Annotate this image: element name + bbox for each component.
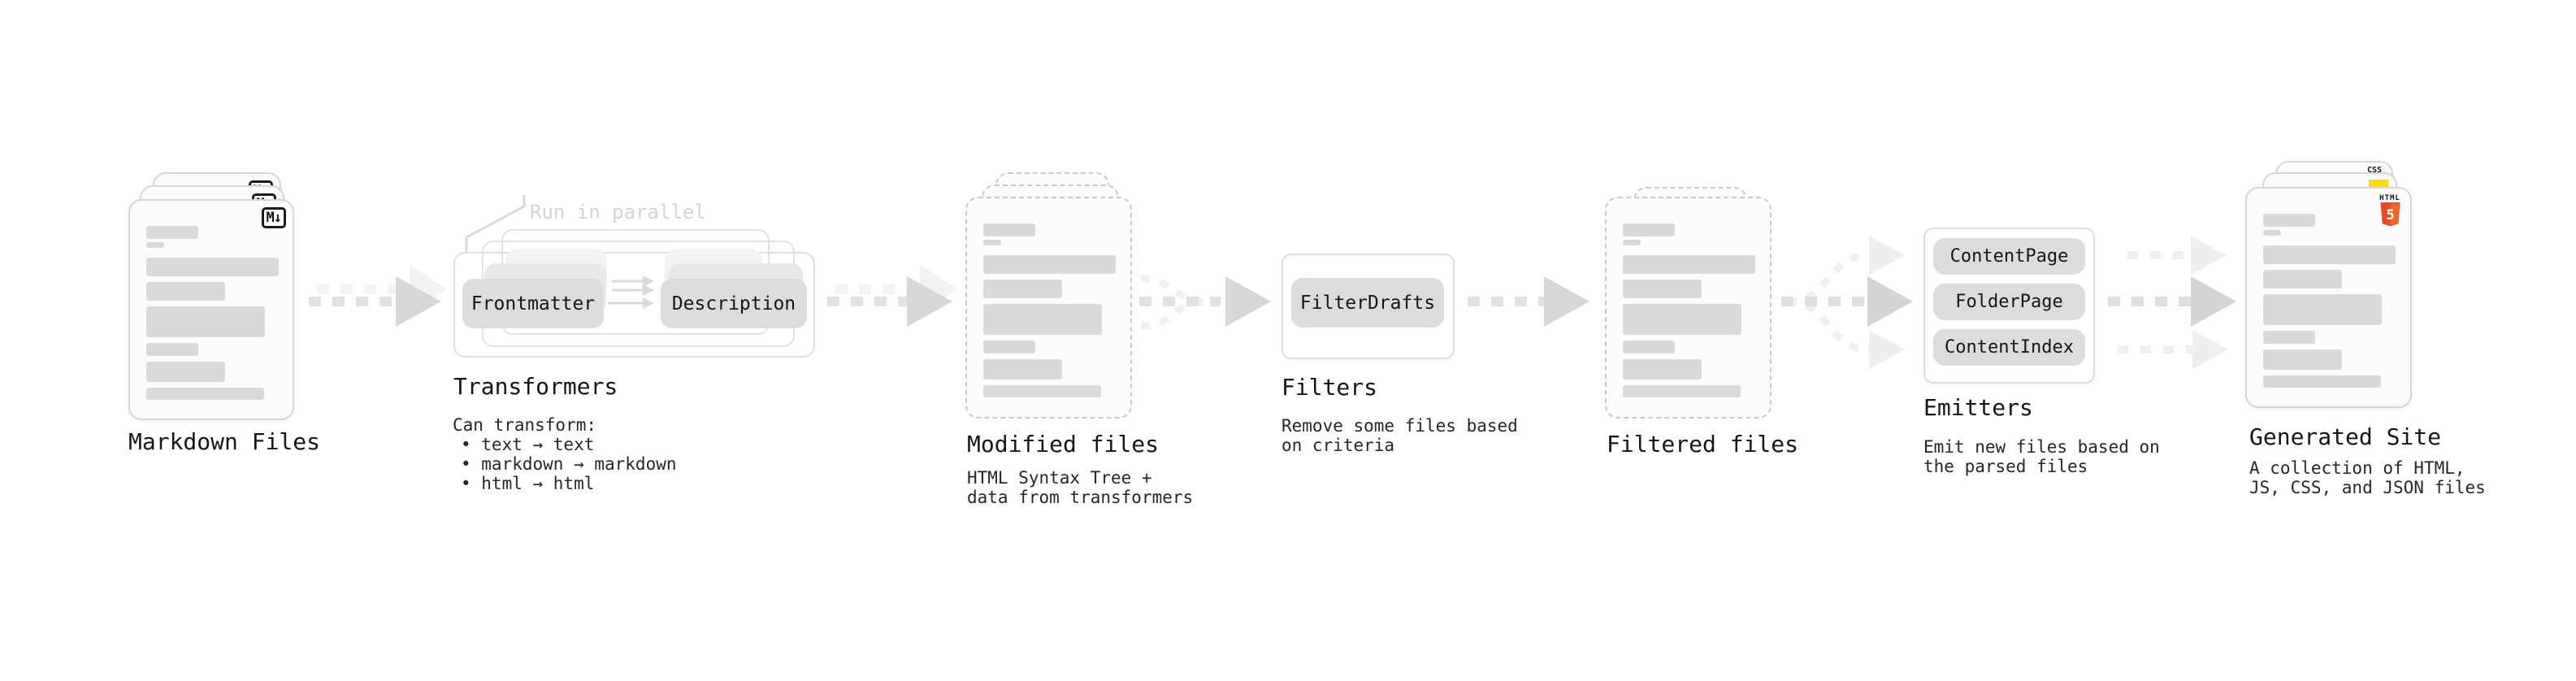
placeholder-bar bbox=[983, 385, 1101, 397]
placeholder-bar bbox=[2263, 245, 2396, 264]
note-line: A collection of HTML, bbox=[2249, 458, 2465, 478]
filtered-file-card bbox=[1605, 197, 1772, 419]
placeholder-bar bbox=[146, 258, 279, 276]
placeholder-bar bbox=[983, 240, 1001, 245]
arrow-filters-to-filtered bbox=[1468, 276, 1589, 327]
placeholder-bar bbox=[1623, 280, 1702, 298]
modified-files-note: HTML Syntax Tree + data from transformer… bbox=[967, 468, 1193, 507]
placeholder-bar bbox=[983, 223, 1035, 236]
run-in-parallel-label: Run in parallel bbox=[530, 201, 706, 223]
markdown-file-card: M↓ bbox=[128, 199, 294, 420]
note-line: the parsed files bbox=[1923, 457, 2088, 476]
arrow-modified-to-filters bbox=[1139, 275, 1271, 330]
note-line: • text → text bbox=[461, 435, 595, 454]
placeholder-bar bbox=[146, 388, 264, 400]
placeholder-bar bbox=[1623, 385, 1741, 397]
filtered-files-label: Filtered files bbox=[1607, 431, 1799, 458]
placeholder-bar bbox=[983, 359, 1062, 380]
javascript-icon bbox=[2369, 180, 2388, 189]
doc-content-placeholder bbox=[1607, 198, 1770, 417]
arrow-emitters-to-site bbox=[2108, 236, 2236, 369]
emitters-label: Emitters bbox=[1923, 394, 2033, 421]
html5-shield-icon: 5 bbox=[2379, 202, 2400, 227]
doc-content-placeholder bbox=[2247, 189, 2410, 406]
note-line: • html → html bbox=[461, 474, 595, 493]
placeholder-bar bbox=[2263, 230, 2281, 236]
placeholder-bar bbox=[1623, 223, 1675, 236]
markdown-files-label: Markdown Files bbox=[128, 428, 321, 455]
filters-note: Remove some files based on criteria bbox=[1281, 416, 1518, 455]
description-box: Description bbox=[661, 279, 807, 328]
note-line: Can transform: bbox=[453, 415, 597, 435]
placeholder-bar bbox=[1623, 340, 1675, 354]
placeholder-bar bbox=[146, 282, 225, 301]
generated-site-label: Generated Site bbox=[2249, 423, 2442, 450]
css-icon-text: CSS bbox=[2366, 166, 2383, 175]
note-line: Remove some files based bbox=[1281, 416, 1518, 436]
modified-file-card bbox=[965, 197, 1132, 419]
placeholder-bar bbox=[983, 255, 1116, 274]
svg-text:5: 5 bbox=[2386, 207, 2394, 223]
doc-content-placeholder bbox=[130, 201, 293, 419]
frontmatter-box: Frontmatter bbox=[462, 279, 604, 328]
site-file-card-html: HTML 5 bbox=[2245, 187, 2412, 408]
modified-files-label: Modified files bbox=[967, 431, 1160, 458]
contentpage-box-label: ContentPage bbox=[1949, 246, 2069, 267]
placeholder-bar bbox=[983, 304, 1102, 335]
arrow-transformers-to-modified bbox=[827, 264, 957, 327]
note-line: • markdown → markdown bbox=[461, 454, 677, 474]
doc-content-placeholder bbox=[967, 198, 1130, 417]
placeholder-bar bbox=[1623, 240, 1641, 245]
html5-icon-text: HTML bbox=[2379, 194, 2400, 202]
placeholder-bar bbox=[2263, 375, 2381, 388]
filters-label: Filters bbox=[1281, 374, 1378, 401]
filterdrafts-box: FilterDrafts bbox=[1291, 278, 1444, 327]
placeholder-bar bbox=[1623, 359, 1702, 380]
transformers-note: Can transform: • text → text • markdown … bbox=[453, 415, 677, 493]
placeholder-bar bbox=[2263, 331, 2315, 344]
emitters-note: Emit new files based on the parsed files bbox=[1923, 437, 2160, 476]
placeholder-bar bbox=[146, 226, 198, 239]
placeholder-bar bbox=[2263, 214, 2315, 227]
frontmatter-box-label: Frontmatter bbox=[471, 293, 596, 314]
arrow-filtered-to-emitters bbox=[1781, 236, 1913, 369]
markdown-icon: M↓ bbox=[261, 207, 286, 228]
placeholder-bar bbox=[2263, 349, 2342, 370]
placeholder-bar bbox=[2263, 270, 2342, 288]
note-line: Emit new files based on bbox=[1923, 437, 2160, 457]
placeholder-bar bbox=[983, 280, 1062, 298]
note-line: data from transformers bbox=[967, 488, 1194, 507]
contentindex-box-label: ContentIndex bbox=[1945, 337, 2074, 358]
contentindex-box: ContentIndex bbox=[1933, 329, 2085, 366]
filterdrafts-box-label: FilterDrafts bbox=[1299, 292, 1436, 314]
placeholder-bar bbox=[2263, 294, 2382, 325]
transformers-label: Transformers bbox=[453, 373, 618, 400]
folderpage-box: FolderPage bbox=[1933, 284, 2085, 320]
html5-icon: HTML 5 bbox=[2378, 194, 2402, 230]
transformer-layer-front bbox=[453, 252, 815, 358]
contentpage-box: ContentPage bbox=[1933, 238, 2085, 275]
arrow-markdown-to-transformers bbox=[309, 264, 447, 327]
note-line: JS, CSS, and JSON files bbox=[2249, 478, 2486, 497]
placeholder-bar bbox=[146, 306, 265, 337]
placeholder-bar bbox=[146, 362, 225, 382]
placeholder-bar bbox=[1623, 304, 1741, 335]
description-box-label: Description bbox=[671, 293, 796, 314]
generated-site-note: A collection of HTML, JS, CSS, and JSON … bbox=[2249, 458, 2486, 497]
placeholder-bar bbox=[146, 242, 164, 248]
folderpage-box-label: FolderPage bbox=[1955, 292, 2063, 312]
placeholder-bar bbox=[146, 343, 198, 356]
note-line: on criteria bbox=[1281, 436, 1395, 455]
note-line: HTML Syntax Tree + bbox=[967, 468, 1152, 488]
placeholder-bar bbox=[1623, 255, 1755, 274]
placeholder-bar bbox=[983, 340, 1035, 354]
